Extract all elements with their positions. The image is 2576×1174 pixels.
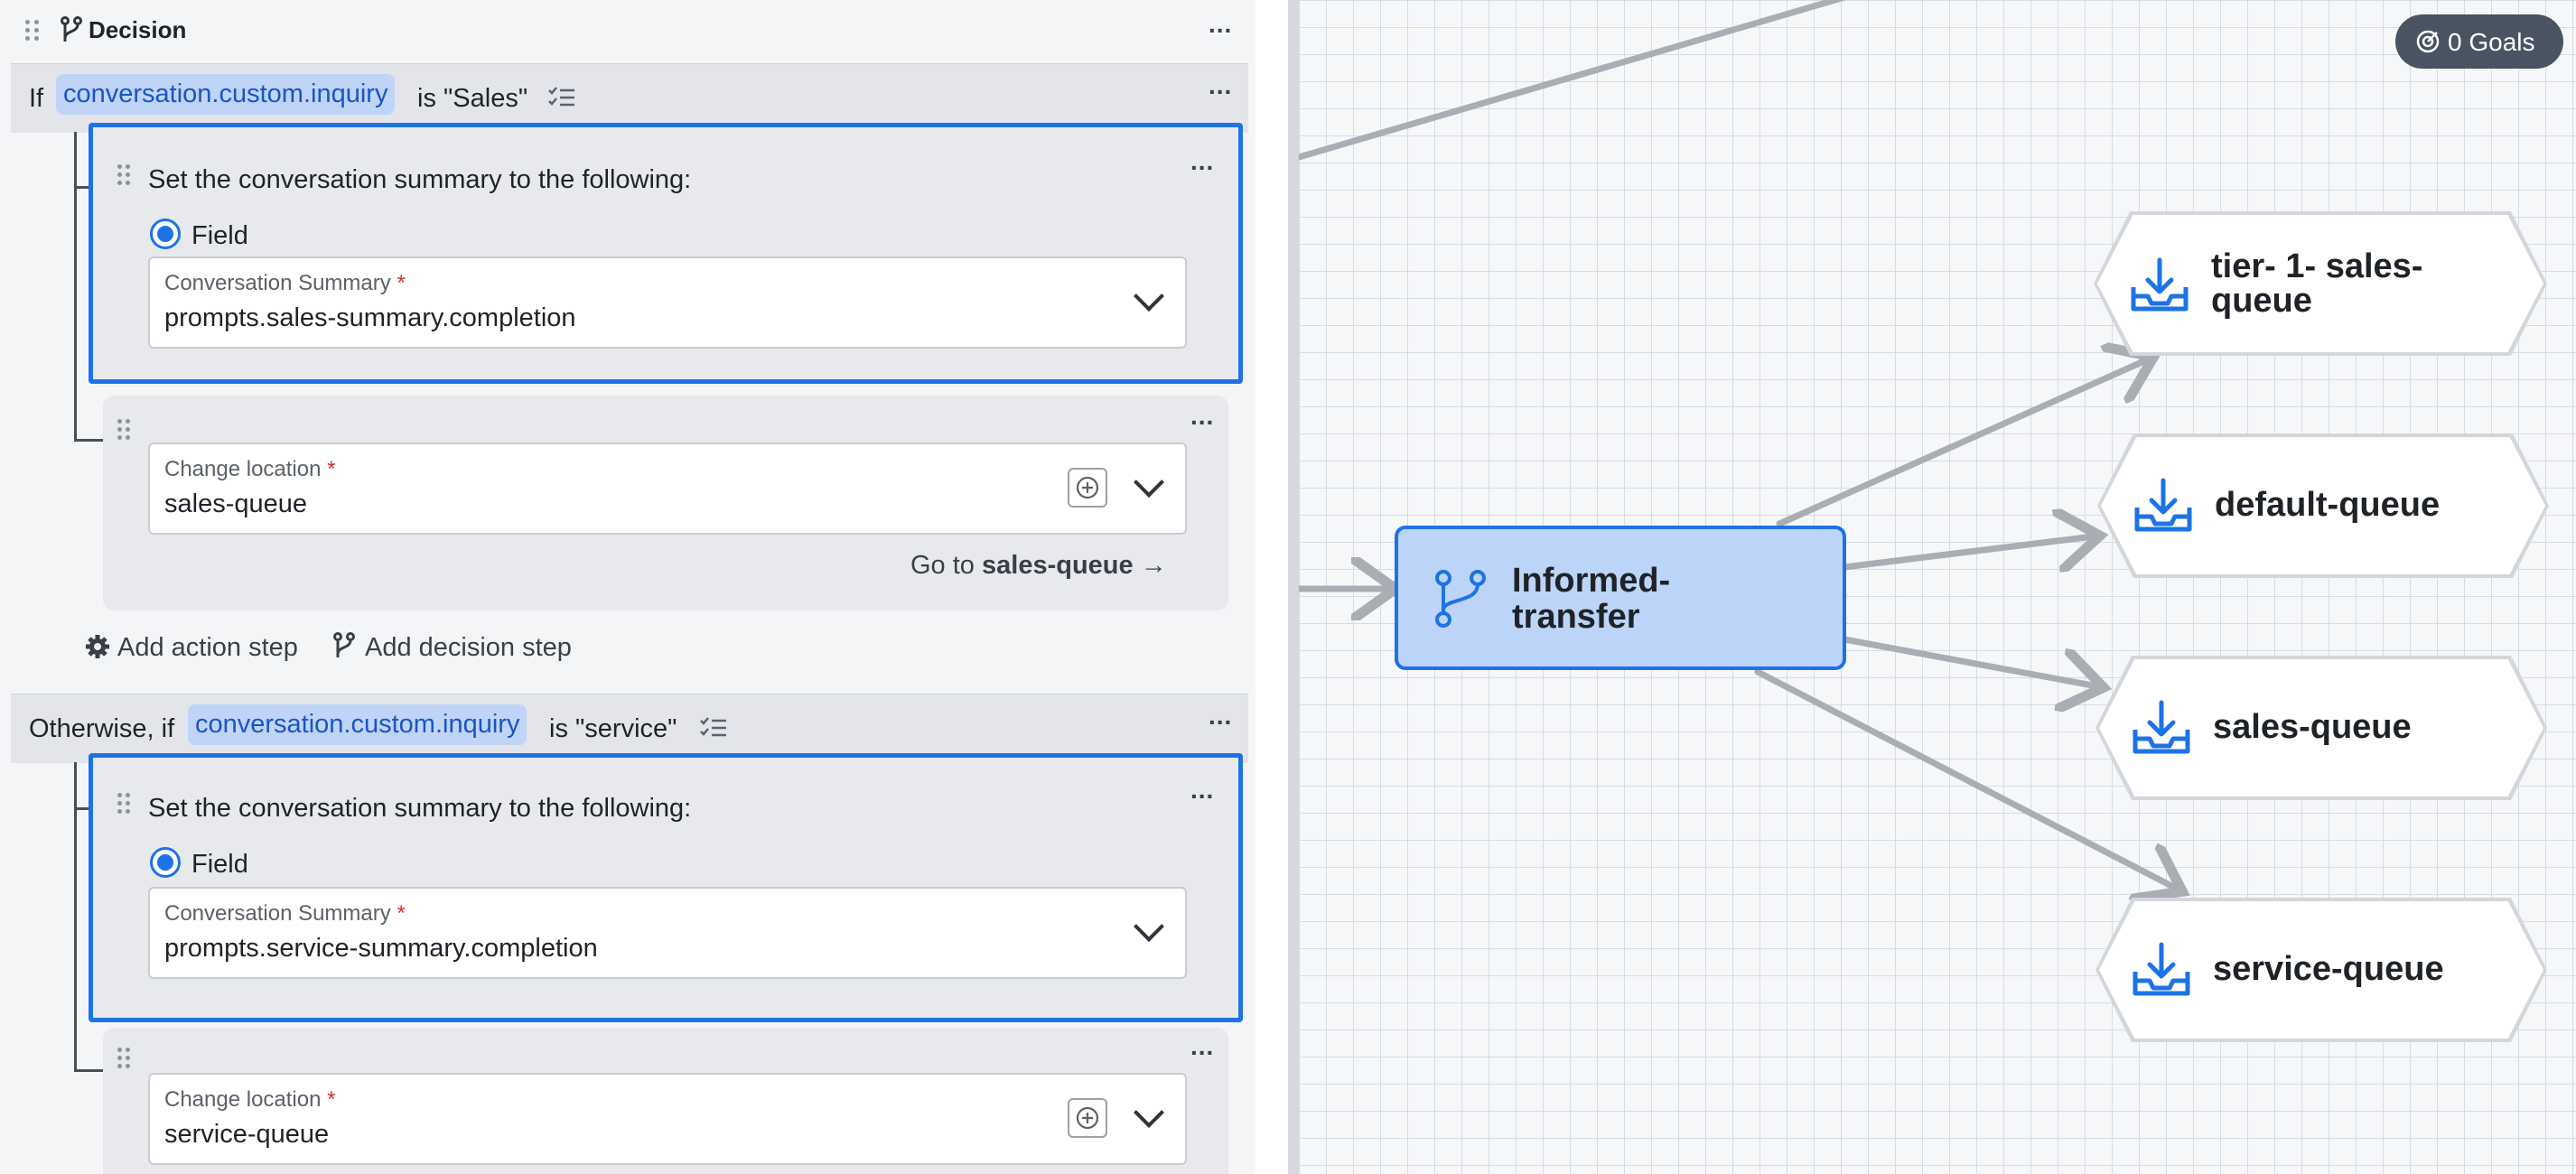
field-radio[interactable] xyxy=(150,847,181,878)
inbox-download-icon xyxy=(2131,257,2189,312)
decision-editor-panel: Decision ... If conversation.custom.inqu… xyxy=(0,0,1255,1174)
inbox-download-icon xyxy=(2133,700,2190,754)
step-menu-button[interactable]: ... xyxy=(1190,776,1215,804)
field-label: Conversation Summary * xyxy=(164,901,406,926)
field-radio[interactable] xyxy=(150,219,181,249)
inbox-download-icon xyxy=(2133,942,2190,996)
checklist-icon[interactable] xyxy=(699,715,728,741)
field-label: Change location * xyxy=(164,1087,336,1112)
add-location-button[interactable] xyxy=(1068,468,1107,508)
step-menu-button[interactable]: ... xyxy=(1190,402,1215,430)
summary-step-title: Set the conversation summary to the foll… xyxy=(148,165,692,194)
branch-1-condition: is "Sales" xyxy=(417,84,528,113)
panel-resize-handle[interactable] xyxy=(1288,0,1299,1174)
node-label-line2: queue xyxy=(2211,282,2312,320)
flow-canvas[interactable]: 0 Goals Informed- transfer tier- 1- sale… xyxy=(1299,0,2576,1174)
conversation-summary-select[interactable]: Conversation Summary * prompts.service-s… xyxy=(148,887,1187,979)
change-location-select[interactable]: Change location * sales-queue xyxy=(148,443,1187,535)
branch-1-prefix: If xyxy=(29,84,44,113)
branch-1-menu-button[interactable]: ... xyxy=(1209,71,1233,99)
node-label-line1: service-queue xyxy=(2213,950,2444,988)
change-location-select[interactable]: Change location * service-queue xyxy=(148,1073,1187,1165)
inbox-download-icon xyxy=(2134,478,2192,532)
incoming-edge xyxy=(1299,0,1847,161)
decision-title: Decision xyxy=(89,16,187,43)
plus-circle-icon xyxy=(1076,476,1099,499)
edge-to-service xyxy=(1754,668,2177,889)
branch-icon xyxy=(333,632,355,657)
flow-edges xyxy=(1299,0,2576,1174)
field-value: prompts.service-summary.completion xyxy=(164,934,598,963)
goals-badge[interactable]: 0 Goals xyxy=(2395,14,2563,69)
chevron-down-icon[interactable] xyxy=(1134,911,1164,942)
edge-to-default xyxy=(1841,536,2094,567)
default-queue-node[interactable]: default-queue xyxy=(2097,433,2549,578)
branch-2-prefix: Otherwise, if xyxy=(29,714,175,743)
node-label-line1: sales-queue xyxy=(2213,708,2412,746)
branch-icon xyxy=(1435,570,1486,628)
field-value: sales-queue xyxy=(164,489,307,518)
add-action-step-button[interactable]: Add action step xyxy=(117,633,298,662)
service-queue-node[interactable]: service-queue xyxy=(2095,898,2547,1042)
node-label-line1: default-queue xyxy=(2215,486,2441,524)
node-label-line2: transfer xyxy=(1512,598,1640,636)
gear-icon xyxy=(86,635,109,658)
branch-2-menu-button[interactable]: ... xyxy=(1209,702,1233,730)
branch-1-variable-chip[interactable]: conversation.custom.inquiry xyxy=(56,74,396,115)
drag-handle-icon[interactable] xyxy=(117,164,135,186)
informed-transfer-node[interactable]: Informed- transfer xyxy=(1395,526,1846,670)
conversation-summary-select[interactable]: Conversation Summary * prompts.sales-sum… xyxy=(148,256,1187,349)
node-label-line1: Informed- xyxy=(1512,562,1671,600)
drag-handle-icon[interactable] xyxy=(117,793,135,815)
field-radio-label: Field xyxy=(191,221,248,250)
step-menu-button[interactable]: ... xyxy=(1190,147,1215,175)
add-location-button[interactable] xyxy=(1068,1098,1107,1138)
add-decision-step-button[interactable]: Add decision step xyxy=(365,633,572,662)
checklist-icon[interactable] xyxy=(547,85,576,110)
drag-handle-icon[interactable] xyxy=(117,1048,135,1069)
goals-count: 0 Goals xyxy=(2448,28,2535,56)
edge-to-tier-1 xyxy=(1776,359,2148,527)
field-label: Conversation Summary * xyxy=(164,271,406,295)
node-label-line1: tier- 1- sales- xyxy=(2211,247,2423,285)
chevron-down-icon[interactable] xyxy=(1134,281,1164,312)
decision-menu-button[interactable]: ... xyxy=(1209,10,1233,38)
chevron-down-icon[interactable] xyxy=(1134,467,1164,498)
drag-handle-icon[interactable] xyxy=(25,20,43,42)
step-menu-button[interactable]: ... xyxy=(1190,1032,1215,1060)
field-value: prompts.sales-summary.completion xyxy=(164,303,576,332)
tree-connector xyxy=(74,762,104,1072)
branch-2-condition: is "service" xyxy=(549,714,677,743)
drag-handle-icon[interactable] xyxy=(117,419,135,441)
tier-1-sales-queue-node[interactable]: tier- 1- sales- queue xyxy=(2094,211,2547,356)
goto-link[interactable]: Go to sales-queue → xyxy=(910,551,1167,580)
edge-to-sales xyxy=(1841,636,2097,686)
summary-step-title: Set the conversation summary to the foll… xyxy=(148,794,692,823)
chevron-down-icon[interactable] xyxy=(1134,1097,1164,1128)
tree-connector xyxy=(74,132,104,442)
branch-icon xyxy=(61,16,82,42)
target-icon xyxy=(2416,30,2440,53)
field-value: service-queue xyxy=(164,1120,330,1149)
field-label: Change location * xyxy=(164,457,336,481)
sales-queue-node[interactable]: sales-queue xyxy=(2095,656,2547,800)
field-radio-label: Field xyxy=(191,850,248,879)
branch-2-variable-chip[interactable]: conversation.custom.inquiry xyxy=(188,704,527,745)
plus-circle-icon xyxy=(1076,1106,1099,1130)
